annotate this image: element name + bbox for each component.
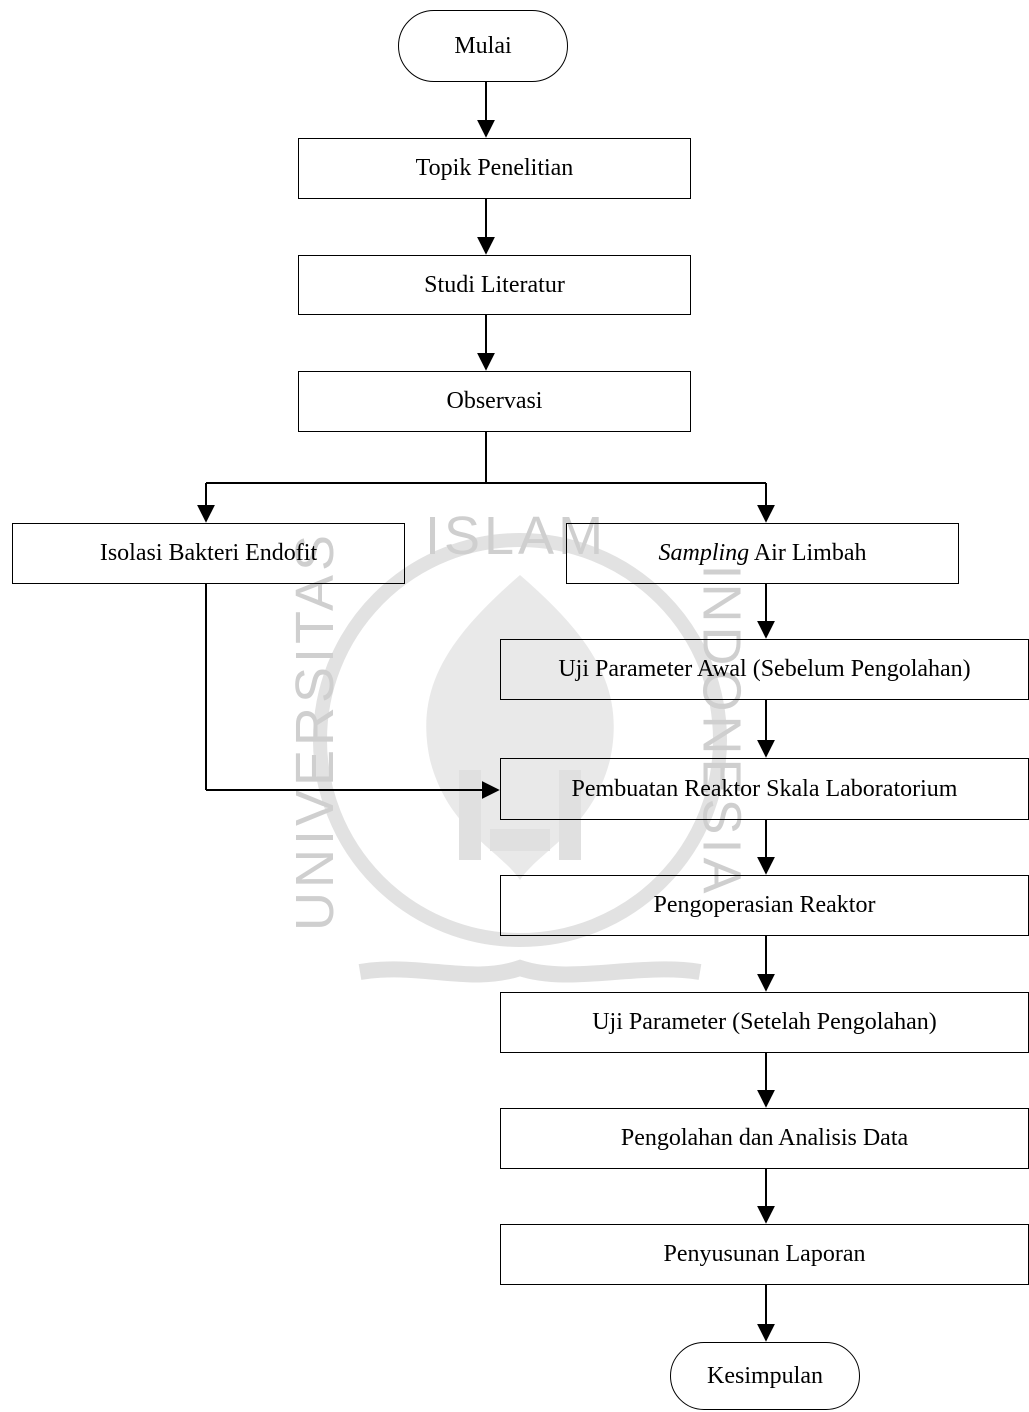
process-uji-parameter-awal: Uji Parameter Awal (Sebelum Pengolahan) <box>500 639 1029 700</box>
process-penyusunan-laporan: Penyusunan Laporan <box>500 1224 1029 1285</box>
process-pengoperasian-reaktor: Pengoperasian Reaktor <box>500 875 1029 936</box>
process-pengolahan-analisis: Pengolahan dan Analisis Data <box>500 1108 1029 1169</box>
process-topik-penelitian: Topik Penelitian <box>298 138 691 199</box>
process-sampling-air-limbah: Sampling Air Limbah <box>566 523 959 584</box>
topik-label: Topik Penelitian <box>415 155 574 181</box>
process-pembuatan-reaktor: Pembuatan Reaktor Skala Laboratorium <box>500 758 1029 820</box>
observasi-label: Observasi <box>446 388 543 414</box>
watermark-top-text: ISLAM <box>425 506 608 566</box>
sampling-rest-text: Air Limbah <box>749 540 867 566</box>
end-label: Kesimpulan <box>707 1362 823 1389</box>
pengoperasian-label: Pengoperasian Reaktor <box>653 892 876 918</box>
sampling-label: Sampling Air Limbah <box>659 540 867 567</box>
uji-setelah-label: Uji Parameter (Setelah Pengolahan) <box>592 1009 937 1035</box>
start-terminal: Mulai <box>398 10 568 82</box>
uji-awal-label: Uji Parameter Awal (Sebelum Pengolahan) <box>558 656 971 682</box>
sampling-italic-word: Sampling <box>658 540 750 566</box>
process-isolasi-bakteri: Isolasi Bakteri Endofit <box>12 523 405 584</box>
studi-label: Studi Literatur <box>424 271 565 298</box>
pembuatan-label: Pembuatan Reaktor Skala Laboratorium <box>571 775 958 802</box>
end-terminal: Kesimpulan <box>670 1342 860 1410</box>
process-uji-parameter-setelah: Uji Parameter (Setelah Pengolahan) <box>500 992 1029 1053</box>
process-observasi: Observasi <box>298 371 691 432</box>
pengolahan-label: Pengolahan dan Analisis Data <box>620 1125 909 1151</box>
process-studi-literatur: Studi Literatur <box>298 255 691 315</box>
isolasi-label: Isolasi Bakteri Endofit <box>99 540 318 566</box>
start-label: Mulai <box>454 32 512 59</box>
penyusunan-label: Penyusunan Laporan <box>663 1241 866 1267</box>
